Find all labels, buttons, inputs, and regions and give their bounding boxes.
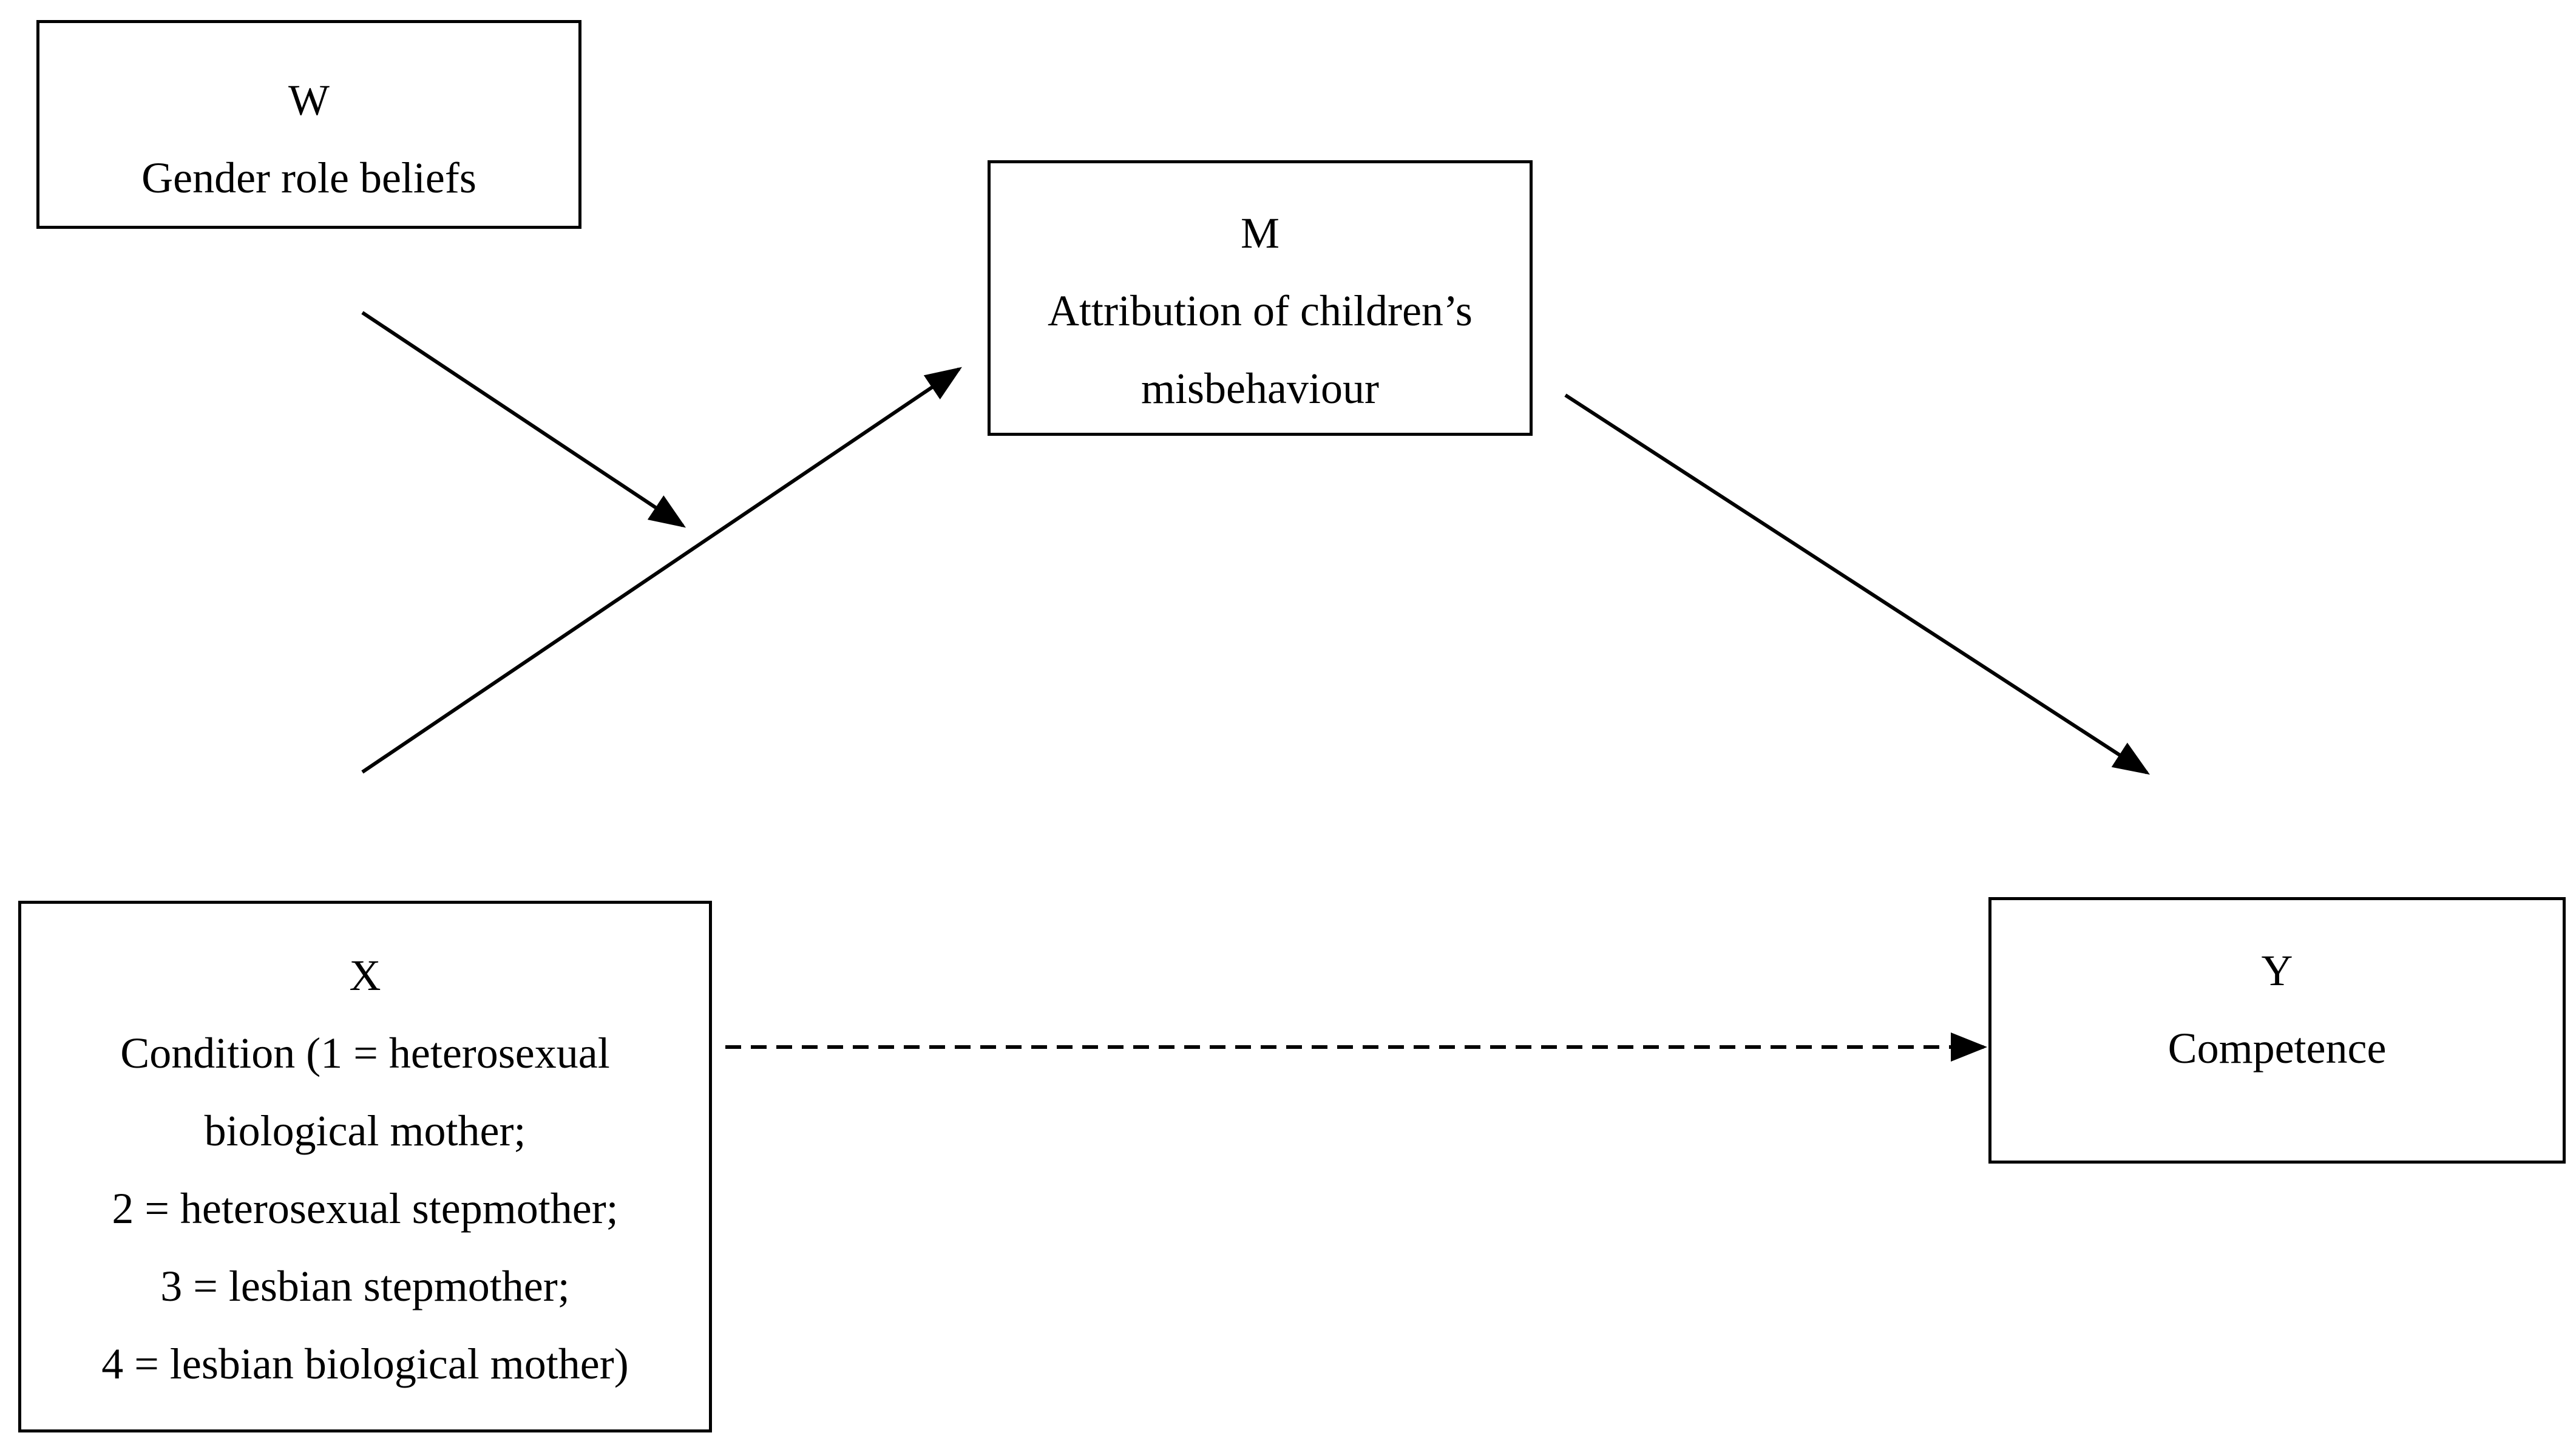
node-m-label-line-1: Attribution of children’s	[1048, 286, 1473, 335]
node-y-competence: Y Competence	[1988, 897, 2566, 1164]
node-y-label: Competence	[2168, 1024, 2387, 1073]
node-x-label-line-4: 3 = lesbian stepmother;	[160, 1262, 570, 1310]
node-x-label-line-5: 4 = lesbian biological mother)	[101, 1340, 629, 1388]
arrow-m-to-y	[1564, 393, 2151, 775]
node-x-label-line-3: 2 = heterosexual stepmother;	[112, 1184, 619, 1233]
node-m-label-line-2: misbehaviour	[1141, 364, 1379, 413]
node-x-label-line-1: Condition (1 = heterosexual	[120, 1029, 610, 1077]
node-m-letter: M	[1240, 209, 1280, 257]
node-w-letter: W	[288, 76, 330, 124]
node-w-label: Gender role beliefs	[141, 154, 476, 202]
arrow-x-to-m	[361, 367, 962, 774]
node-x-letter: X	[349, 951, 381, 1000]
node-x-condition: X Condition (1 = heterosexual biological…	[18, 901, 712, 1432]
arrow-w-to-path	[361, 311, 686, 528]
node-w-gender-role-beliefs: W Gender role beliefs	[36, 20, 581, 229]
node-m-attribution: M Attribution of children’s misbehaviour	[988, 160, 1533, 436]
node-x-label-line-2: biological mother;	[204, 1107, 526, 1155]
node-y-letter: Y	[2261, 946, 2293, 995]
